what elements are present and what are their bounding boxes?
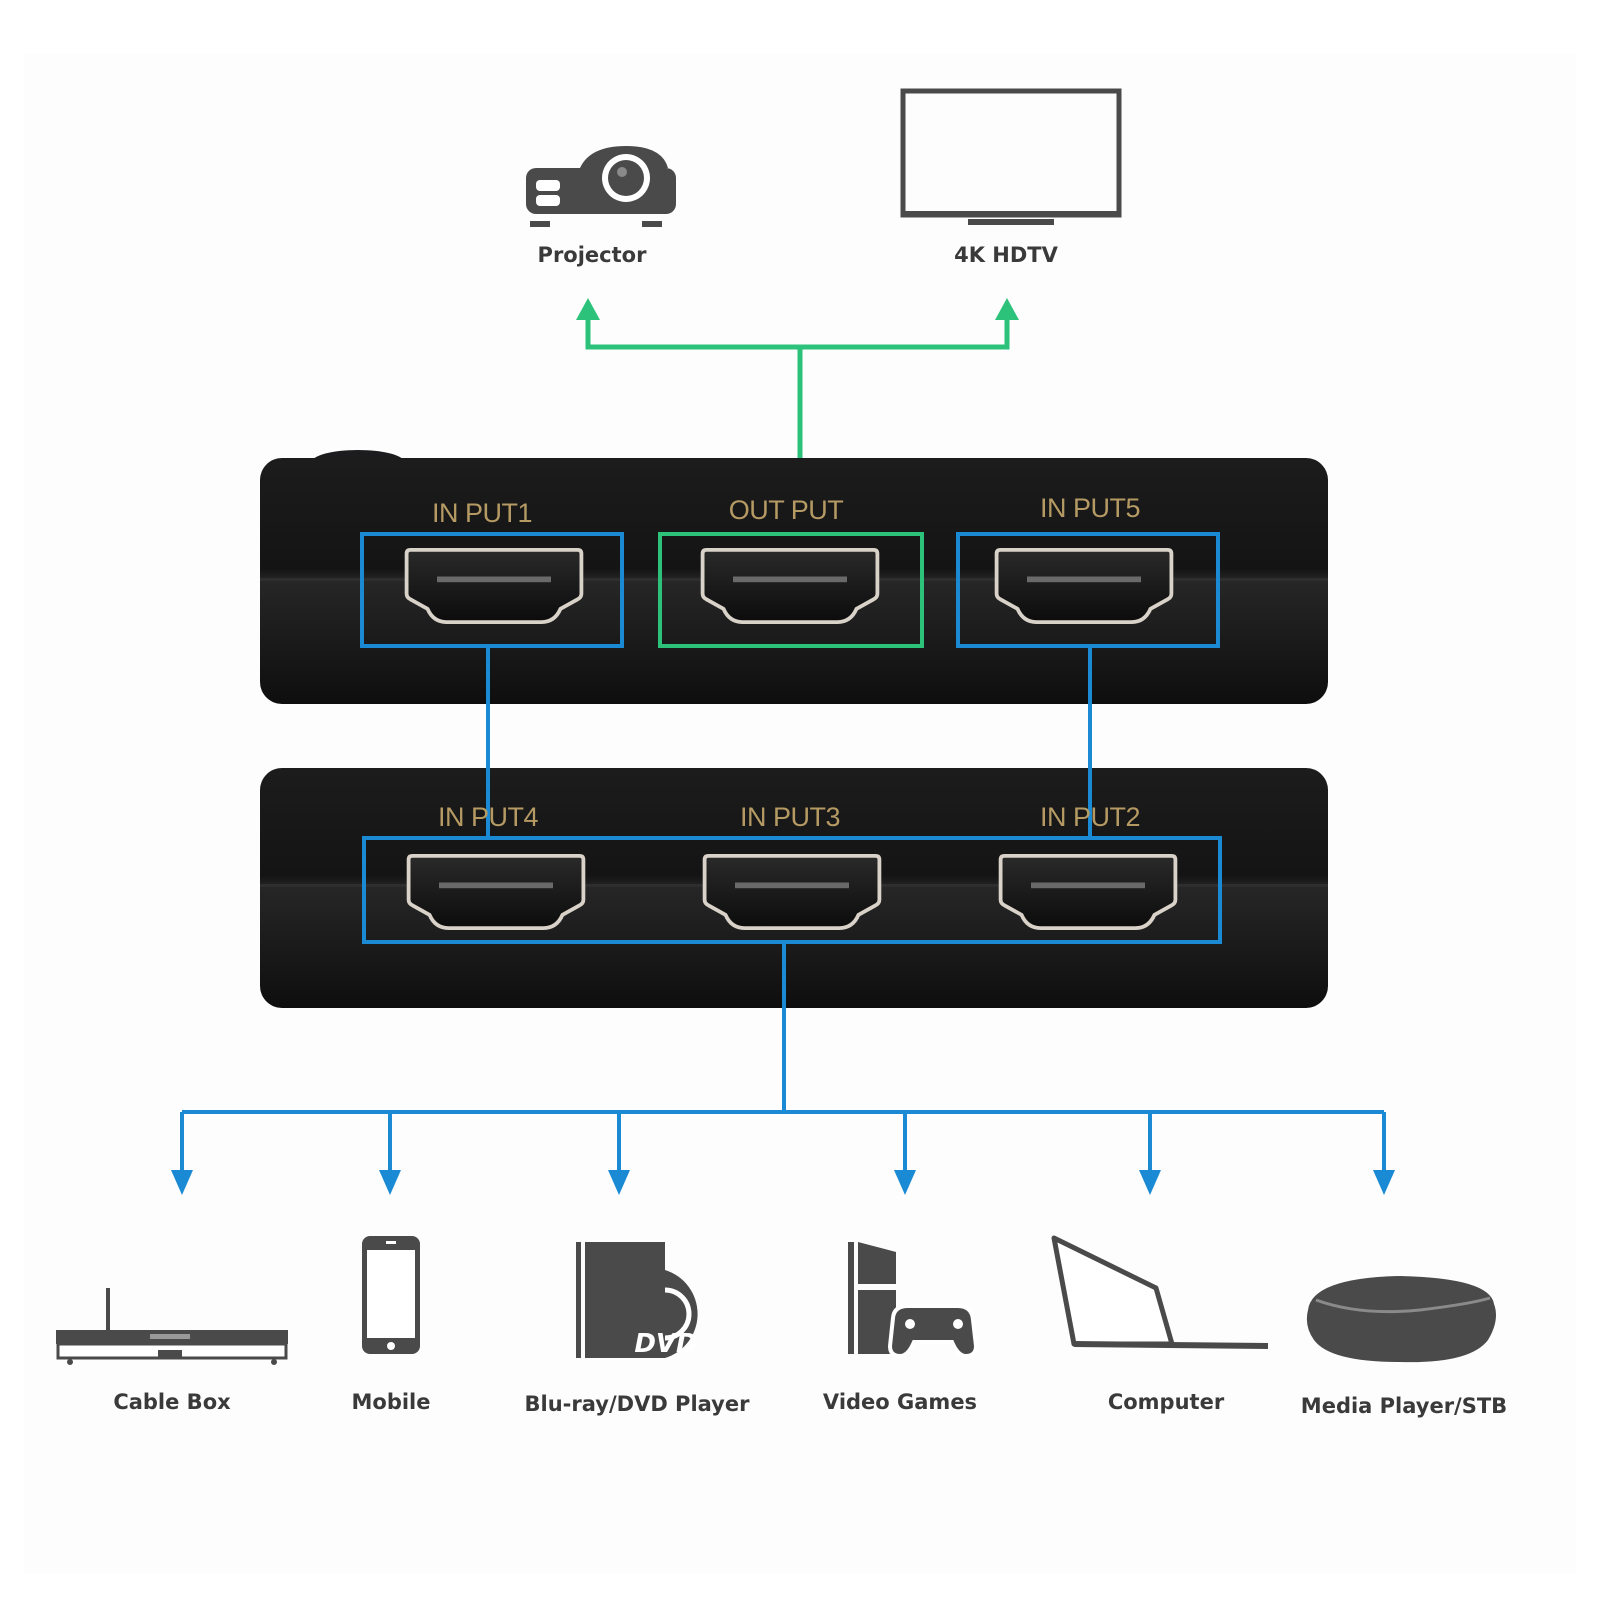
game-console-icon xyxy=(848,1242,979,1359)
hdmi-port-input3 xyxy=(702,854,882,930)
hdmi-port-input2 xyxy=(998,854,1178,930)
hdmi-port-input4 xyxy=(406,854,586,930)
source-label-media-player: Media Player/STB xyxy=(1300,1394,1508,1418)
projector-label: Projector xyxy=(537,243,647,267)
hdmi-port-output xyxy=(700,548,880,624)
tv-icon xyxy=(900,88,1122,225)
media-player-icon xyxy=(1306,1276,1496,1363)
cable-box-icon xyxy=(56,1288,288,1365)
source-label-video-games: Video Games xyxy=(822,1390,978,1414)
arrow-down-mobile-icon xyxy=(379,1170,401,1195)
port-label-input3: IN PUT3 xyxy=(739,802,841,832)
source-arrows xyxy=(171,1170,1395,1195)
arrow-up-projector-icon xyxy=(576,298,600,320)
inputs-2-4-highlight-box xyxy=(362,836,1222,944)
input1-highlight-box xyxy=(360,532,624,648)
port-label-input1: IN PUT1 xyxy=(431,498,533,528)
arrow-down-media-player-icon xyxy=(1373,1170,1395,1195)
arrow-up-tv-icon xyxy=(995,298,1019,320)
port-label-output: OUT PUT xyxy=(728,495,844,525)
arrow-down-dvd-icon xyxy=(608,1170,630,1195)
mobile-icon xyxy=(362,1236,420,1354)
arrow-down-games-icon xyxy=(894,1170,916,1195)
source-label-dvd: Blu-ray/DVD Player xyxy=(524,1392,750,1416)
input-connection-lines xyxy=(180,646,1386,1172)
port-label-input4: IN PUT4 xyxy=(437,802,539,832)
hdmi-port-input1 xyxy=(404,548,584,624)
source-label-computer: Computer xyxy=(1107,1390,1225,1414)
source-label-cable-box: Cable Box xyxy=(113,1390,231,1414)
dvd-player-icon: DVD xyxy=(576,1242,698,1359)
hdmi-port-input5 xyxy=(994,548,1174,624)
port-label-input5: IN PUT5 xyxy=(1039,493,1141,523)
hdtv-label: 4K HDTV xyxy=(954,243,1058,267)
source-label-mobile: Mobile xyxy=(351,1390,431,1414)
output-highlight-box xyxy=(658,532,924,648)
dvd-logo-text: DVD xyxy=(634,1329,697,1359)
projector-icon xyxy=(526,146,676,227)
arrow-down-computer-icon xyxy=(1139,1170,1161,1195)
arrow-down-cable-box-icon xyxy=(171,1170,193,1195)
laptop-icon xyxy=(1051,1235,1269,1349)
port-label-input2: IN PUT2 xyxy=(1039,802,1141,832)
